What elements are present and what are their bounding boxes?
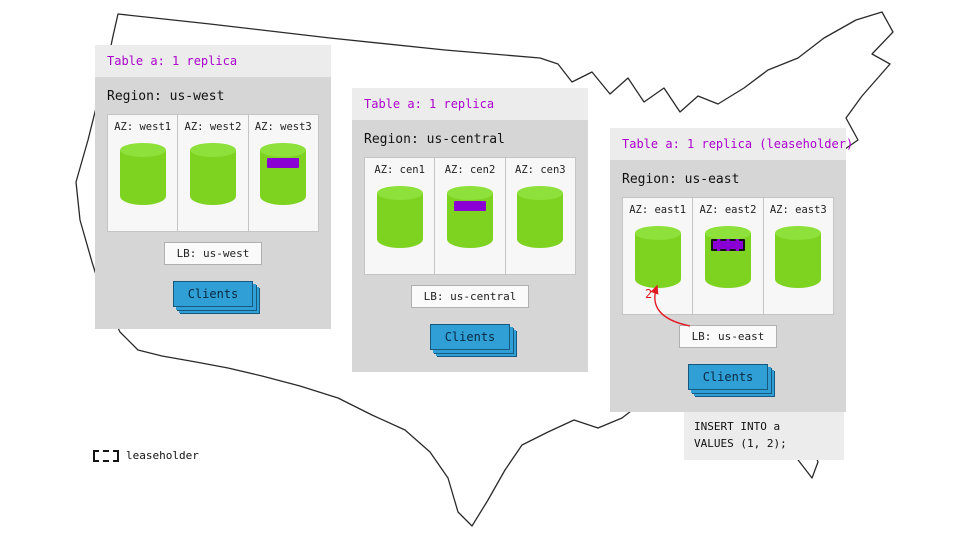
sql-line: VALUES (1, 2); xyxy=(694,437,787,451)
insert-value-annotation: 2 xyxy=(645,287,653,301)
az-cell-west1: AZ: west1 xyxy=(108,115,179,231)
az-cell-west3: AZ: west3 xyxy=(249,115,318,231)
az-label: AZ: west2 xyxy=(184,121,242,133)
az-label: AZ: east3 xyxy=(769,204,827,216)
az-label: AZ: cen2 xyxy=(444,164,496,176)
clients-node: Clients xyxy=(687,364,769,390)
database-cylinder-icon xyxy=(189,143,236,205)
legend-label: leaseholder xyxy=(126,449,199,462)
az-cell-cen2: AZ: cen2 xyxy=(435,158,506,274)
load-balancer-box: LB: us-east xyxy=(678,325,778,348)
load-balancer-box: LB: us-west xyxy=(163,242,263,265)
panel-header-label: Table a: 1 replica (leaseholder) xyxy=(622,137,854,151)
panel-header: Table a: 1 replica xyxy=(95,45,331,77)
az-cell-west2: AZ: west2 xyxy=(178,115,249,231)
database-cylinder-icon xyxy=(376,186,423,248)
database-cylinder-icon xyxy=(634,226,681,288)
panel-body: Region: us-central AZ: cen1 AZ: cen2 xyxy=(352,120,588,372)
panel-header: Table a: 1 replica xyxy=(352,88,588,120)
replica-range-icon xyxy=(453,201,486,211)
az-row: AZ: east1 AZ: east2 AZ: east3 xyxy=(622,197,834,315)
leaseholder-legend: leaseholder xyxy=(93,449,199,462)
panel-header: Table a: 1 replica (leaseholder) xyxy=(610,128,853,160)
az-row: AZ: cen1 AZ: cen2 AZ: cen3 xyxy=(364,157,576,275)
clients-node: Clients xyxy=(429,324,511,350)
az-row: AZ: west1 AZ: west2 AZ: west3 xyxy=(107,114,319,232)
replica-range-icon xyxy=(267,158,300,168)
database-cylinder-icon xyxy=(775,226,822,288)
az-cell-cen1: AZ: cen1 xyxy=(365,158,436,274)
database-cylinder-icon xyxy=(119,143,166,205)
az-cell-east2: AZ: east2 xyxy=(693,198,764,314)
write-path-arrow xyxy=(650,284,691,327)
az-label: AZ: west3 xyxy=(254,121,312,133)
database-cylinder-icon xyxy=(260,143,307,205)
panel-us-central: Table a: 1 replica Region: us-central AZ… xyxy=(352,88,588,372)
az-label: AZ: cen3 xyxy=(515,164,566,176)
az-label: AZ: cen1 xyxy=(374,164,425,176)
clients-node: Clients xyxy=(172,281,254,307)
database-cylinder-icon xyxy=(704,226,751,288)
az-cell-east3: AZ: east3 xyxy=(764,198,833,314)
leaseholder-range-icon xyxy=(710,239,745,251)
sql-statement-box: INSERT INTO a VALUES (1, 2); xyxy=(684,410,844,461)
database-cylinder-icon xyxy=(446,186,493,248)
panel-body: Region: us-west AZ: west1 AZ: west2 AZ: … xyxy=(95,77,331,329)
panel-header-label: Table a: 1 replica xyxy=(364,97,495,111)
az-label: AZ: east2 xyxy=(699,204,757,216)
panel-body: Region: us-east AZ: east1 AZ: east2 xyxy=(610,160,846,412)
database-cylinder-icon xyxy=(517,186,564,248)
region-label: Region: us-central xyxy=(364,132,505,147)
panel-us-east: Table a: 1 replica (leaseholder) Region:… xyxy=(610,128,853,412)
load-balancer-box: LB: us-central xyxy=(410,285,530,308)
leaseholder-swatch-icon xyxy=(93,449,119,462)
panel-us-west: Table a: 1 replica Region: us-west AZ: w… xyxy=(95,45,331,329)
panel-header-label: Table a: 1 replica xyxy=(107,54,238,68)
az-label: AZ: west1 xyxy=(114,121,172,133)
sql-line: INSERT INTO a xyxy=(694,420,781,433)
az-cell-cen3: AZ: cen3 xyxy=(506,158,575,274)
az-cell-east1: AZ: east1 xyxy=(623,198,694,314)
region-label: Region: us-east xyxy=(622,172,740,187)
region-label: Region: us-west xyxy=(107,89,225,104)
az-label: AZ: east1 xyxy=(629,204,687,216)
